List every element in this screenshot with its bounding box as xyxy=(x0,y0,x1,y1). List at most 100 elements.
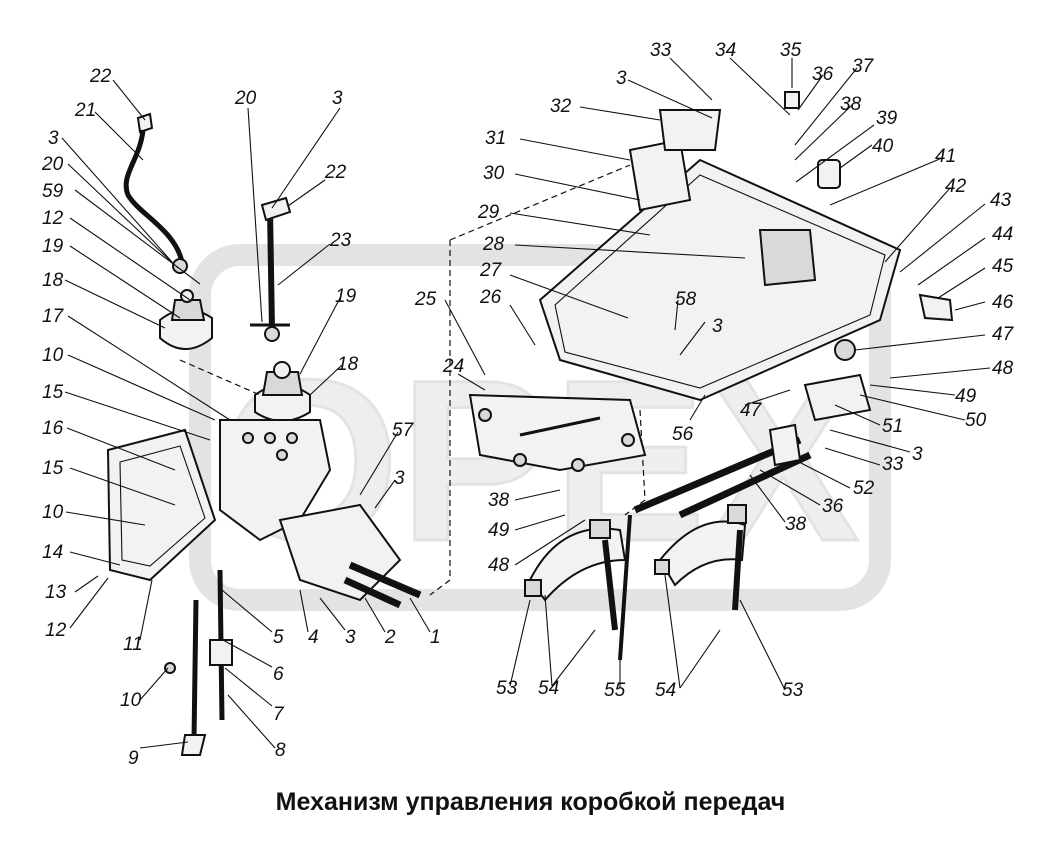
callout-3c: 3 xyxy=(332,88,343,109)
bracket-47-51 xyxy=(803,339,872,422)
callout-10b: 10 xyxy=(42,502,64,523)
callout-24: 24 xyxy=(442,356,464,377)
callout-35: 35 xyxy=(780,40,802,61)
callout-52: 52 xyxy=(853,478,875,499)
callout-28: 28 xyxy=(482,234,505,255)
callout-9: 9 xyxy=(128,748,139,769)
callout-19b: 19 xyxy=(335,286,357,307)
callout-25: 25 xyxy=(414,289,437,310)
callout-44: 44 xyxy=(992,224,1013,245)
callout-45: 45 xyxy=(992,256,1014,277)
diagram-caption: Механизм управления коробкой передач xyxy=(275,788,786,816)
callout-13: 13 xyxy=(45,582,67,603)
callout-11: 11 xyxy=(123,634,143,655)
callout-47b: 47 xyxy=(740,400,763,421)
callout-14: 14 xyxy=(42,542,63,563)
callout-8: 8 xyxy=(275,740,286,761)
callout-33b: 33 xyxy=(882,454,904,475)
callout-20b: 20 xyxy=(234,88,257,109)
callout-41: 41 xyxy=(935,146,956,167)
callout-59: 59 xyxy=(42,181,64,202)
callout-30: 30 xyxy=(483,163,505,184)
assembly-link-left xyxy=(179,359,261,396)
callout-32: 32 xyxy=(550,96,572,117)
callout-40: 40 xyxy=(872,136,894,157)
callout-53: 53 xyxy=(496,678,518,699)
callout-36: 36 xyxy=(812,64,834,85)
callout-3e: 3 xyxy=(616,68,627,89)
callout-22b: 22 xyxy=(324,162,347,183)
callout-19: 19 xyxy=(42,236,64,257)
callout-15: 15 xyxy=(42,382,64,403)
callout-29: 29 xyxy=(477,202,500,223)
callout-26: 26 xyxy=(479,287,502,308)
callout-7: 7 xyxy=(273,704,285,725)
callout-3b: 3 xyxy=(345,627,356,648)
callout-38c: 38 xyxy=(488,490,510,511)
callout-54b: 54 xyxy=(655,680,676,701)
callout-3: 3 xyxy=(48,128,59,149)
callout-50: 50 xyxy=(965,410,987,431)
callout-3f: 3 xyxy=(712,316,723,337)
callout-43: 43 xyxy=(990,190,1012,211)
callout-56: 56 xyxy=(672,424,694,445)
callout-10: 10 xyxy=(42,345,64,366)
callout-4: 4 xyxy=(308,627,319,648)
callout-17: 17 xyxy=(42,306,65,327)
callout-16: 16 xyxy=(42,418,64,439)
callout-3g: 3 xyxy=(912,444,923,465)
callout-12b: 12 xyxy=(45,620,67,641)
callout-48b: 48 xyxy=(488,555,510,576)
callout-42: 42 xyxy=(945,176,967,197)
callout-12: 12 xyxy=(42,208,64,229)
lever-cover-19-left xyxy=(159,289,213,350)
callout-20: 20 xyxy=(41,154,64,175)
callout-34: 34 xyxy=(715,40,736,61)
shift-fork-right xyxy=(654,504,747,611)
callout-labels: 22 21 3 20 59 12 19 18 17 10 15 16 15 10… xyxy=(41,40,1015,769)
plate-24 xyxy=(468,393,647,472)
callout-36b: 36 xyxy=(822,496,844,517)
lever-cover-19-middle xyxy=(254,361,311,422)
callout-39: 39 xyxy=(876,108,898,129)
assembly-link-center xyxy=(429,240,451,596)
callout-18b: 18 xyxy=(337,354,359,375)
control-housing xyxy=(219,419,422,609)
callout-15b: 15 xyxy=(42,458,64,479)
callout-22: 22 xyxy=(89,66,112,87)
callout-54: 54 xyxy=(538,678,559,699)
callout-leaders xyxy=(61,57,991,749)
housing-cover-14 xyxy=(106,428,217,582)
callout-1: 1 xyxy=(430,627,441,648)
callout-10c: 10 xyxy=(120,690,142,711)
callout-48: 48 xyxy=(992,358,1014,379)
shift-rods-right xyxy=(633,423,812,519)
callout-49: 49 xyxy=(955,386,977,407)
callout-5: 5 xyxy=(273,627,284,648)
callout-21: 21 xyxy=(74,100,96,121)
shift-fork-left xyxy=(524,519,627,631)
callout-49b: 49 xyxy=(488,520,510,541)
callout-2: 2 xyxy=(384,627,396,648)
callout-3d: 3 xyxy=(394,468,405,489)
callout-53b: 53 xyxy=(782,680,804,701)
callout-51: 51 xyxy=(882,416,903,437)
callout-38b: 38 xyxy=(785,514,807,535)
callout-46: 46 xyxy=(992,292,1014,313)
callout-37: 37 xyxy=(852,56,875,77)
callout-33: 33 xyxy=(650,40,672,61)
gear-lever-left xyxy=(123,112,188,274)
callout-18: 18 xyxy=(42,270,64,291)
shaft-55 xyxy=(618,514,632,661)
callout-57: 57 xyxy=(392,420,415,441)
assembly-link-top xyxy=(449,164,631,241)
callout-38: 38 xyxy=(840,94,862,115)
callout-47: 47 xyxy=(992,324,1015,345)
gear-lever-middle xyxy=(250,196,292,342)
top-cover-assembly xyxy=(538,91,954,402)
selector-rods-5-9 xyxy=(164,569,233,756)
callout-58: 58 xyxy=(675,289,697,310)
callout-6: 6 xyxy=(273,664,284,685)
callout-31: 31 xyxy=(485,128,506,149)
